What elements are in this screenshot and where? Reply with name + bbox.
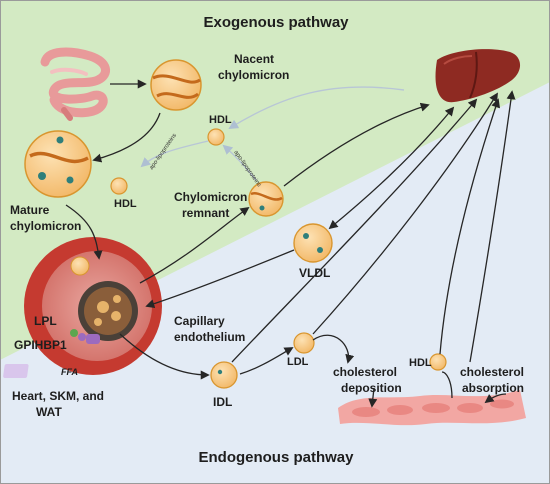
artery-wall-icon [338, 390, 526, 426]
intestine-icon [40, 47, 110, 121]
gpihbp1-label: GPIHBP1 [14, 338, 67, 352]
arrow-liver-vldl [328, 106, 455, 230]
arrow-idl-liver [231, 98, 478, 363]
arrow-remnant-apo-right [222, 144, 257, 181]
arrow-cell-remnant [139, 206, 250, 284]
nascent-chylomicron-label-line2: chylomicron [218, 68, 289, 82]
arrow-vldl-cell [145, 249, 295, 309]
arrow-deposition-wall [368, 387, 378, 408]
hdl-bottom-particle [429, 353, 447, 371]
arrow-liver-hdl [228, 86, 405, 130]
hdl-left-particle [110, 177, 128, 195]
mature-chylomicron-label-line1: Mature [10, 203, 50, 217]
nascent-chylomicron-particle [150, 59, 202, 111]
chylomicron-remnant-label-line2: remnant [182, 206, 229, 220]
nascent-chylomicron-label-line1: Nacent [234, 52, 274, 66]
hdl-bottom-label: HDL [409, 357, 432, 369]
lpl-label: LPL [34, 314, 57, 328]
arrow-absorption-liver [469, 90, 516, 363]
mature-chylomicron-particle [24, 130, 92, 198]
arrow-mature-cell [65, 204, 103, 260]
arrow-hdl-apo-left [140, 140, 209, 168]
arrow-hdl-liver [439, 98, 501, 355]
arrow-ldl-liver [312, 92, 498, 335]
tissues-label-line1: Heart, SKM, and [12, 389, 104, 403]
arrow-absorption-wall [484, 393, 507, 404]
tissues-label-line2: WAT [36, 405, 62, 419]
vldl-label: VLDL [299, 266, 330, 280]
chylomicron-remnant-particle [248, 181, 284, 217]
capillary-cell-icon [24, 237, 162, 375]
arrow-ldl-deposition [312, 334, 355, 364]
hdl-left-label: HDL [114, 198, 137, 210]
capillary-label-line2: endothelium [174, 330, 245, 344]
mature-chylomicron-label-line2: chylomicron [10, 219, 81, 233]
arrow-idl-ldl [239, 347, 294, 375]
deposition-label-line2: deposition [341, 381, 402, 395]
arrow-wall-hdl [441, 371, 453, 399]
liver-icon [435, 49, 521, 103]
ffa-label: FFA [61, 367, 78, 377]
capillary-label-line1: Capillary [174, 314, 225, 328]
vldl-particle [293, 223, 333, 263]
endogenous-title: Endogenous pathway [198, 449, 354, 466]
deposition-label-line1: cholesterol [333, 365, 397, 379]
ffa-badge: FFA [3, 364, 78, 378]
arrow-cell-idl [119, 333, 210, 380]
hdl-top-label: HDL [209, 114, 232, 126]
arrow-nascent-mature [92, 112, 161, 163]
ldl-label: LDL [287, 356, 309, 368]
absorption-label-line2: absorption [462, 381, 524, 395]
ldl-particle [293, 332, 315, 354]
absorption-label-line1: cholesterol [460, 365, 524, 379]
idl-particle [210, 361, 238, 389]
idl-label: IDL [213, 395, 232, 409]
chylomicron-remnant-label-line1: Chylomicron [174, 190, 247, 204]
exogenous-title: Exogenous pathway [203, 14, 349, 31]
hdl-top-particle [207, 128, 225, 146]
